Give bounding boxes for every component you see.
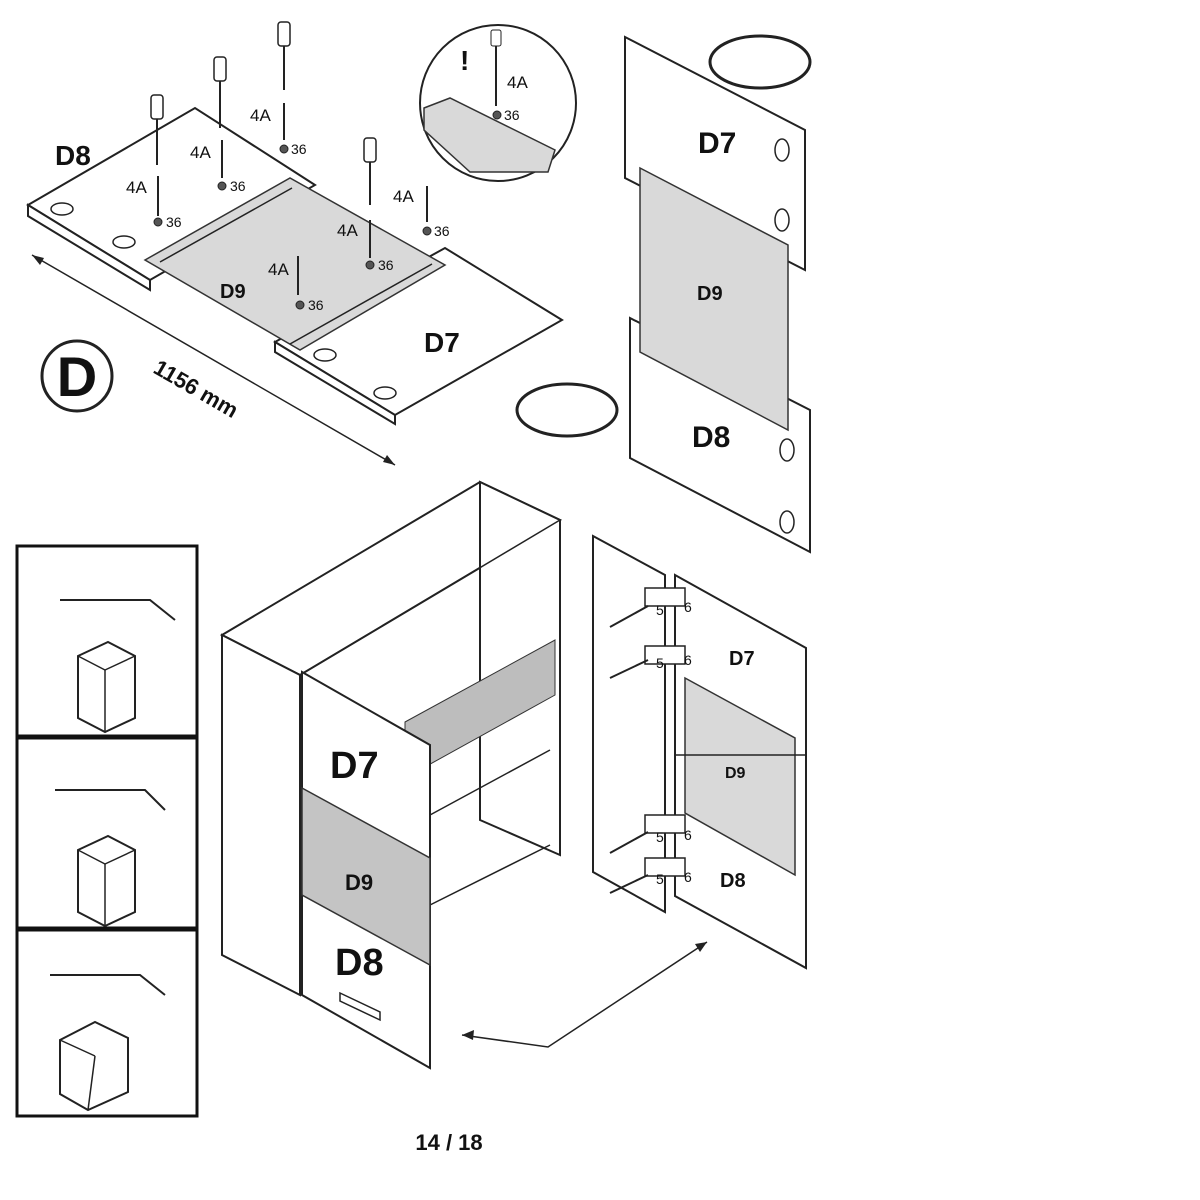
dimension-label: 1156 mm [150,355,243,423]
panel-d7-vertical [624,35,806,272]
hinge-label-a4: 5 [656,871,664,887]
label-d7-top: D7 [424,327,460,358]
step-badge: D [40,339,114,413]
label-d7-door: D7 [330,745,379,787]
label-d7-vertical: D7 [698,127,736,160]
label-cap-2: 36 [230,178,246,194]
label-d8-vertical: D8 [692,421,730,454]
label-d9-vertical: D9 [697,283,723,305]
label-cap-4: 36 [378,257,394,273]
detail-cap-label: 36 [504,107,520,123]
label-cap-1: 36 [166,214,182,230]
label-d8-top: D8 [55,140,91,171]
label-d8-right: D8 [720,870,746,892]
screw-icon [157,103,428,295]
hinge-label-a2: 5 [656,655,664,671]
label-screw-3: 4A [250,106,271,125]
step-letter: D [57,345,97,408]
vertical-assembly: D7 D9 D8 [515,34,812,554]
cam-lock-icon [774,138,795,534]
dimension-arrow [31,254,396,466]
label-screw-2: 4A [190,143,211,162]
move-arrow [461,941,708,1048]
hinge-label-b: 6 [684,599,692,615]
detail-zoom: ! 4A 36 [419,24,577,182]
hinge-adjust-vertical [15,544,199,738]
top-assembly: D8 D7 D9 4A 4A 4A 4A 4A 4A 36 36 36 36 3… [26,21,564,466]
label-d9-top: D9 [220,281,246,303]
label-d9-door: D9 [345,870,373,895]
hinge-icon [644,587,686,877]
glass-d9-top [143,177,447,351]
label-screw-1: 4A [126,178,147,197]
screw-icon [609,605,649,894]
page-number: 14 / 18 [415,1130,482,1155]
hinge-adjust-horizontal [15,736,199,930]
door-attach: 5 6 5 6 5 6 5 6 D7 D9 D8 [461,534,807,1048]
glass-d9-vertical [639,166,789,432]
label-d7-right: D7 [729,648,755,670]
label-d9-right: D9 [725,765,746,782]
door-glass [301,786,431,967]
screwdriver-icon [150,21,377,205]
hinge-label-b4: 6 [684,869,692,885]
hinge-label-b2: 6 [684,652,692,668]
hinge-label-b3: 6 [684,827,692,843]
label-cap-5: 36 [434,223,450,239]
label-cap-3: 36 [291,141,307,157]
label-screw-4: 4A [337,221,358,240]
detail-screw-label: 4A [507,73,528,92]
cam-lock-icon [50,202,397,400]
label-d8-door: D8 [335,942,384,984]
label-screw-6: 4A [268,260,289,279]
hinge-label-a3: 5 [656,829,664,845]
warning-mark: ! [460,45,469,76]
cap-icon [153,144,432,310]
felt-pad-icon [515,34,812,438]
label-cap-6: 36 [308,297,324,313]
label-screw-5: 4A [393,187,414,206]
hinge-adjust-depth [15,928,199,1118]
cabinet: D7 D9 D8 [219,480,563,1070]
hinge-label-a: 5 [656,602,664,618]
